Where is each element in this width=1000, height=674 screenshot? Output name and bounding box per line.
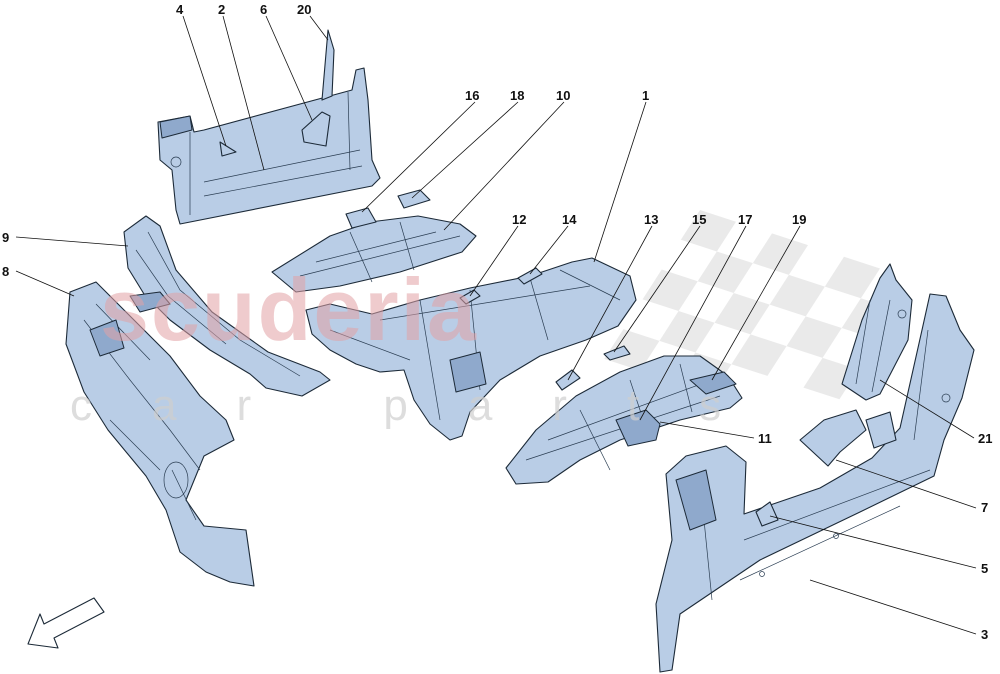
- callout-11: 11: [758, 431, 772, 446]
- callout-2: 2: [218, 2, 225, 17]
- gusset-part-5: [755, 501, 779, 527]
- callout-10: 10: [556, 88, 570, 103]
- bracket-part-16: [345, 207, 377, 229]
- callout-14: 14: [562, 212, 577, 227]
- callout-12: 12: [512, 212, 526, 227]
- callout-7: 7: [981, 500, 988, 515]
- watermark-main-text: scuderia: [100, 260, 478, 359]
- rear-crossmember-frame: [157, 67, 381, 225]
- bracket-part-4: [219, 141, 237, 157]
- bracket-part-6: [301, 111, 331, 147]
- callout-8: 8: [2, 264, 9, 279]
- bracket-part-15: [603, 345, 631, 361]
- callout-3: 3: [981, 627, 988, 642]
- watermark: scuderia car parts: [70, 260, 781, 430]
- leader-lines: [15, 15, 977, 635]
- callout-16: 16: [465, 88, 479, 103]
- callout-13: 13: [644, 212, 658, 227]
- callout-15: 15: [692, 212, 706, 227]
- bracket-part-14: [517, 267, 543, 285]
- right-upright-pillar: [841, 263, 913, 401]
- callout-20: 20: [297, 2, 311, 17]
- callouts: 4 2 6 20 16 18 10 1 12 14 13 15 17 19 9 …: [2, 2, 992, 642]
- callout-21: 21: [978, 431, 992, 446]
- watermark-sub-text: car parts: [70, 381, 781, 430]
- callout-17: 17: [738, 212, 752, 227]
- bracket-part-20: [321, 29, 335, 101]
- callout-6: 6: [260, 2, 267, 17]
- reinforcement-part-17: [615, 409, 661, 447]
- central-tunnel-structure: [305, 257, 637, 441]
- rear-floor-pan-upper: [271, 215, 477, 293]
- front-upper-crossbeam: [123, 215, 331, 397]
- callout-9: 9: [2, 230, 9, 245]
- bracket-part-18: [397, 189, 431, 209]
- callout-4: 4: [176, 2, 184, 17]
- front-bulkhead-panel: [65, 281, 255, 587]
- callout-1: 1: [642, 88, 649, 103]
- bracket-part-12: [459, 289, 481, 305]
- callout-18: 18: [510, 88, 524, 103]
- right-side-sill: [655, 293, 975, 673]
- front-direction-arrow: [27, 597, 105, 649]
- reinforcement-part-19: [689, 371, 737, 395]
- callout-5: 5: [981, 561, 988, 576]
- callout-19: 19: [792, 212, 806, 227]
- bracket-part-7: [799, 409, 897, 467]
